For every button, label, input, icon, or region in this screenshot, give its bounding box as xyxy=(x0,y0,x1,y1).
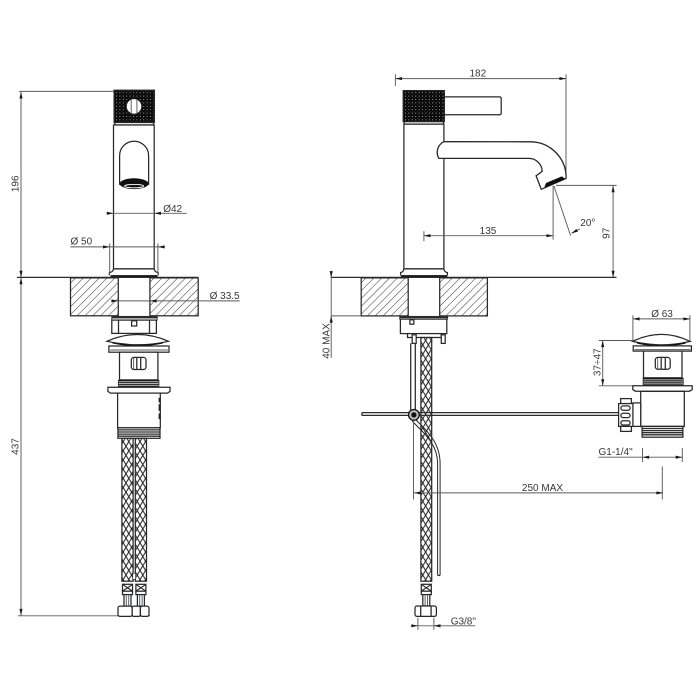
svg-text:196: 196 xyxy=(10,175,21,192)
svg-text:Ø 63: Ø 63 xyxy=(651,309,673,320)
svg-text:Ø 50: Ø 50 xyxy=(71,236,93,247)
svg-text:250 MAX: 250 MAX xyxy=(522,483,563,494)
svg-text:Ø 33.5: Ø 33.5 xyxy=(210,291,240,302)
svg-text:437: 437 xyxy=(11,438,22,455)
svg-text:182: 182 xyxy=(469,68,486,79)
svg-text:135: 135 xyxy=(480,226,497,237)
svg-text:Ø42: Ø42 xyxy=(163,204,182,215)
svg-text:40 MAX: 40 MAX xyxy=(322,323,333,359)
svg-text:37÷47: 37÷47 xyxy=(592,348,603,376)
svg-text:97: 97 xyxy=(602,227,613,239)
svg-text:G1-1/4": G1-1/4" xyxy=(599,447,634,458)
svg-text:G3/8": G3/8" xyxy=(451,616,477,627)
svg-text:20°: 20° xyxy=(580,218,595,229)
